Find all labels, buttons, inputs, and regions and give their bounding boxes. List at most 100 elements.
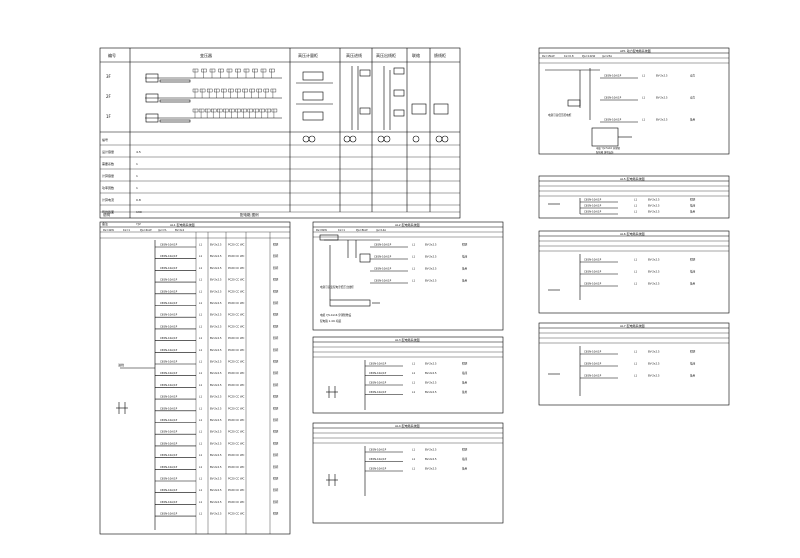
- feeder-breaker: [247, 108, 253, 113]
- circuit-cable: BV-2x2.5: [210, 512, 222, 516]
- circuit-phase: L1: [412, 279, 415, 283]
- circuit-conduit: PC20 CC WC: [228, 278, 245, 282]
- right-top-header-2: Pjs=12kW: [582, 54, 596, 58]
- circuit-cable: BV-2x2.5: [648, 258, 660, 262]
- circuit-load: 照明: [273, 336, 279, 340]
- circuit-conduit: PC20 CC WC: [228, 313, 245, 317]
- circuit-phase: L1: [412, 467, 415, 471]
- feeder-breaker: [192, 108, 199, 113]
- right2-title: AL6 配电箱系统图: [620, 231, 645, 236]
- circuit-phase: L1: [199, 395, 202, 399]
- circuit-breaker-label: C65N-10A/1P: [160, 383, 178, 387]
- circuit-load: 照明: [273, 348, 279, 352]
- circuit-load: 照明: [273, 301, 279, 305]
- main-header-4: 高压出线柜: [376, 52, 396, 58]
- mid-header-2: Pjs=8kW: [356, 228, 368, 232]
- circuit-load: 备用: [690, 374, 696, 378]
- circuit-phase: L1: [199, 254, 202, 258]
- circuit-phase: L1: [199, 465, 202, 469]
- circuit-breaker-label: C65N-10A/1P: [160, 278, 178, 282]
- circuit-conduit: PC20 CC WC: [228, 512, 245, 516]
- param-value: 0.8: [136, 198, 141, 202]
- feeder-breaker: [221, 88, 227, 93]
- circuit-cable: BV-2x2.5: [210, 301, 222, 305]
- circuit-phase: L1: [412, 267, 415, 271]
- circuit-breaker-label: C65N-10A/1P: [160, 336, 178, 340]
- feeder-breaker: [201, 68, 207, 73]
- circuit-load: 照明: [462, 448, 468, 452]
- param-value: 4.5: [136, 150, 141, 154]
- circuit-load: 照明: [690, 198, 696, 202]
- circuit-phase: L1: [199, 243, 202, 247]
- tall-panel-columns: [195, 232, 271, 534]
- circuit-phase: L1: [199, 348, 202, 352]
- right1-title: AL5 配电箱系统图: [620, 176, 645, 181]
- circuit-load: 照明: [273, 278, 279, 282]
- circuit-phase: L1: [634, 270, 637, 274]
- tall-header-3: Ijs=7A: [158, 228, 167, 232]
- circuit-phase: L1: [199, 278, 202, 282]
- feeder-breaker: [260, 68, 267, 73]
- tall-header-2: Pjs=4kW: [140, 228, 152, 232]
- circuit-load: 动力: [690, 74, 696, 78]
- circuit-breaker-label: C65N-10A/1P: [160, 441, 178, 445]
- feeder-breaker: [228, 88, 234, 93]
- feeder-breaker: [218, 68, 224, 73]
- circuit-breaker-label: C65N-10A/1P: [369, 390, 387, 394]
- circuit-phase: L1: [642, 96, 645, 100]
- main-header-6: 馈线柜: [434, 52, 446, 58]
- feeder-breaker: [206, 88, 213, 93]
- circuit-breaker-label: C65N-10A/1P: [160, 512, 178, 516]
- circuit-cable: BV-2x2.5: [210, 477, 222, 481]
- circuit-cable: BV-2x2.5: [210, 488, 222, 492]
- circuit-breaker-label: C65N-10A/1P: [604, 74, 622, 78]
- circuit-breaker-label: C65N-10A/1P: [604, 118, 622, 122]
- param-value: 1: [136, 162, 138, 166]
- circuit-breaker-label: C65N-10A/1P: [160, 500, 178, 504]
- param-label: 需要系数: [102, 161, 114, 166]
- circuit-cable: BV-2x2.5: [425, 371, 437, 375]
- circuit-load: 照明: [273, 430, 279, 434]
- circuit-phase: L1: [199, 406, 202, 410]
- right-top-note-2: 配电箱 落地安装: [596, 150, 614, 154]
- circuit-conduit: PC20 CC WC: [228, 453, 245, 457]
- circuit-load: 照明: [273, 289, 279, 293]
- circuit-load: 照明: [273, 453, 279, 457]
- circuit-conduit: PC20 CC WC: [228, 383, 245, 387]
- feeder-breaker: [226, 68, 233, 73]
- main-footer-note: 配电箱 图例: [240, 212, 259, 217]
- circuit-load: 照明: [273, 266, 279, 270]
- bus-duct: [159, 79, 191, 83]
- param-value: 1: [136, 174, 138, 178]
- circuit-phase: L1: [199, 441, 202, 445]
- feeder-breaker: [265, 108, 272, 113]
- circuit-cable: BV-2x2.5: [648, 350, 660, 354]
- circuit-conduit: PC20 CC WC: [228, 266, 245, 270]
- incoming-breaker: [145, 113, 159, 123]
- circuit-breaker-label: C65N-10A/1P: [369, 362, 387, 366]
- mid-distribution-panel: AL2 配电箱系统图 Pe=8kW Kx=1 Pjs=8kW Ijs=14A 电…: [312, 221, 504, 331]
- circuit-cable: BV-2x2.5: [210, 278, 222, 282]
- tall-header-4: BV-3x4: [175, 228, 184, 232]
- circuit-load: 备用: [690, 210, 696, 214]
- param-value: YJV: [136, 222, 142, 226]
- circuit-breaker-label: C65N-10A/1P: [160, 243, 178, 247]
- tall-header-1: Kx=1: [123, 228, 130, 232]
- main-switchgear-table: 编号 变压器 高压计量柜 高压进线 高压出线柜 联络 馈线柜 3F 2F 1F: [99, 47, 461, 226]
- circuit-phase: L1: [199, 336, 202, 340]
- feeder-breaker: [235, 88, 241, 93]
- circuit-phase: L1: [199, 266, 202, 270]
- circuit-phase: L1: [412, 243, 415, 247]
- circuit-load: 备用: [462, 279, 468, 283]
- circuit-load: 照明: [273, 313, 279, 317]
- circuit-cable: BV-2x2.5: [425, 243, 437, 247]
- feeder-breaker: [263, 88, 270, 93]
- circuit-breaker-label: C65N-10A/1P: [369, 448, 387, 452]
- circuit-cable: BV-2x2.5: [210, 324, 222, 328]
- incoming-breaker: [145, 73, 159, 83]
- feeder-breaker: [209, 68, 216, 73]
